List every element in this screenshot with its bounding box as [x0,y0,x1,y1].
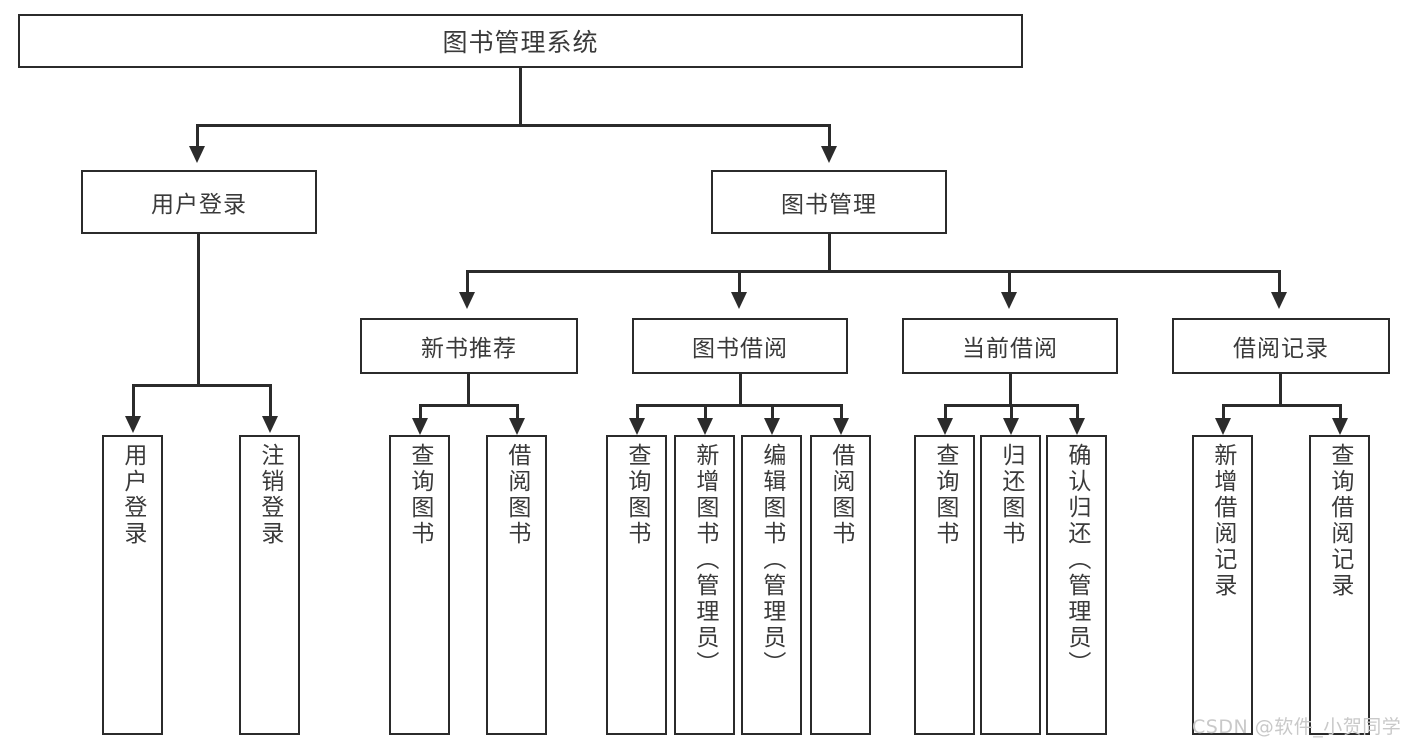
node-current-borrow[interactable]: 当前借阅 [902,318,1118,374]
leaf-book-borrow-query-book[interactable]: 查询图书 [606,435,667,735]
arrowhead-borrow-record-leaf-1 [1215,418,1231,435]
arrowhead-current-borrow-leaf-2 [1003,418,1019,435]
node-label: 注销登录 [256,443,283,547]
connector-new-book-bus [419,404,519,407]
connector-borrow-record-bus [1222,404,1342,407]
connector-book-borrow-to-leaf-1 [636,404,639,418]
node-label: 新增图书（管理员） [691,443,718,677]
node-label: 查询图书 [623,443,650,547]
node-label: 新书推荐 [421,336,517,362]
connector-current-borrow-to-leaf-3 [1076,404,1079,418]
connector-new-book-to-leaf-2 [516,404,519,418]
node-label: 当前借阅 [962,336,1058,362]
connector-user-login-stem [197,234,200,384]
connector-borrow-record-stem [1279,374,1282,404]
arrowhead-book-borrow-leaf-2 [697,418,713,435]
node-label: 借阅图书 [827,443,854,547]
arrowhead-user-login-leaf-1 [125,416,141,433]
leaf-current-borrow-return-book[interactable]: 归还图书 [980,435,1041,735]
connector-new-book-stem [467,374,470,404]
csdn-watermark: CSDN @软件_小贺同学 [1192,716,1402,738]
connector-root-stem [519,68,522,124]
arrowhead-new-book-leaf-2 [509,418,525,435]
connector-borrow-record-to-leaf-1 [1222,404,1225,418]
connector-root-to-book-manage [828,124,831,146]
connector-borrow-record-to-leaf-2 [1339,404,1342,418]
connector-book-borrow-to-leaf-4 [840,404,843,418]
connector-book-manage-to-l3-4 [1278,270,1281,292]
node-label: 编辑图书（管理员） [758,443,785,677]
node-label: 查询图书 [931,443,958,547]
arrowhead-root-to-user-login [189,146,205,163]
node-label: 借阅图书 [503,443,530,547]
connector-book-manage-bus [466,270,1280,273]
node-label: 用户登录 [151,192,247,218]
arrowhead-root-to-book-manage [821,146,837,163]
connector-root-to-user-login [196,124,199,146]
node-label: 图书管理系统 [442,28,599,57]
connector-user-login-bus [132,384,271,387]
node-borrow-record[interactable]: 借阅记录 [1172,318,1390,374]
connector-user-login-to-leaf-1 [132,384,135,416]
node-new-book-recommend[interactable]: 新书推荐 [360,318,578,374]
node-book-management[interactable]: 图书管理 [711,170,947,234]
connector-new-book-to-leaf-1 [419,404,422,418]
leaf-user-login-login[interactable]: 用户登录 [102,435,163,735]
node-label: 借阅记录 [1233,336,1329,362]
leaf-new-book-query-book[interactable]: 查询图书 [389,435,450,735]
leaf-borrow-record-add-record[interactable]: 新增借阅记录 [1192,435,1253,735]
node-label: 图书借阅 [692,336,788,362]
arrowhead-book-manage-l3-1 [459,292,475,309]
arrowhead-book-borrow-leaf-1 [629,418,645,435]
node-label: 确认归还（管理员） [1063,443,1090,677]
node-label: 查询借阅记录 [1326,443,1353,599]
connector-book-manage-to-l3-1 [466,270,469,292]
leaf-new-book-borrow-book[interactable]: 借阅图书 [486,435,547,735]
leaf-borrow-record-query-record[interactable]: 查询借阅记录 [1309,435,1370,735]
connector-book-manage-to-l3-3 [1008,270,1011,292]
node-label: 新增借阅记录 [1209,443,1236,599]
node-root-system[interactable]: 图书管理系统 [18,14,1023,68]
node-user-login[interactable]: 用户登录 [81,170,317,234]
node-label: 图书管理 [781,192,877,218]
arrowhead-book-manage-l3-2 [731,292,747,309]
arrowhead-current-borrow-leaf-1 [937,418,953,435]
node-book-borrow[interactable]: 图书借阅 [632,318,848,374]
arrowhead-current-borrow-leaf-3 [1069,418,1085,435]
leaf-current-borrow-query-book[interactable]: 查询图书 [914,435,975,735]
connector-current-borrow-to-leaf-1 [944,404,947,418]
connector-current-borrow-stem [1009,374,1012,404]
connector-book-borrow-bus [636,404,843,407]
node-label: 归还图书 [997,443,1024,547]
leaf-user-login-logout[interactable]: 注销登录 [239,435,300,735]
arrowhead-book-borrow-leaf-3 [764,418,780,435]
leaf-book-borrow-borrow-book[interactable]: 借阅图书 [810,435,871,735]
leaf-current-borrow-confirm-return[interactable]: 确认归还（管理员） [1046,435,1107,735]
arrowhead-book-manage-l3-3 [1001,292,1017,309]
connector-user-login-to-leaf-2 [269,384,272,416]
arrowhead-book-borrow-leaf-4 [833,418,849,435]
node-label: 用户登录 [119,443,146,547]
arrowhead-borrow-record-leaf-2 [1332,418,1348,435]
node-label: 查询图书 [406,443,433,547]
connector-book-manage-stem [828,234,831,270]
leaf-book-borrow-add-book[interactable]: 新增图书（管理员） [674,435,735,735]
arrowhead-new-book-leaf-1 [412,418,428,435]
leaf-book-borrow-edit-book[interactable]: 编辑图书（管理员） [741,435,802,735]
connector-book-manage-to-l3-2 [738,270,741,292]
connector-book-borrow-to-leaf-3 [771,404,774,418]
arrowhead-book-manage-l3-4 [1271,292,1287,309]
connector-book-borrow-to-leaf-2 [704,404,707,418]
arrowhead-user-login-leaf-2 [262,416,278,433]
connector-current-borrow-to-leaf-2 [1010,404,1013,418]
connector-book-borrow-stem [739,374,742,404]
connector-root-bus [196,124,830,127]
